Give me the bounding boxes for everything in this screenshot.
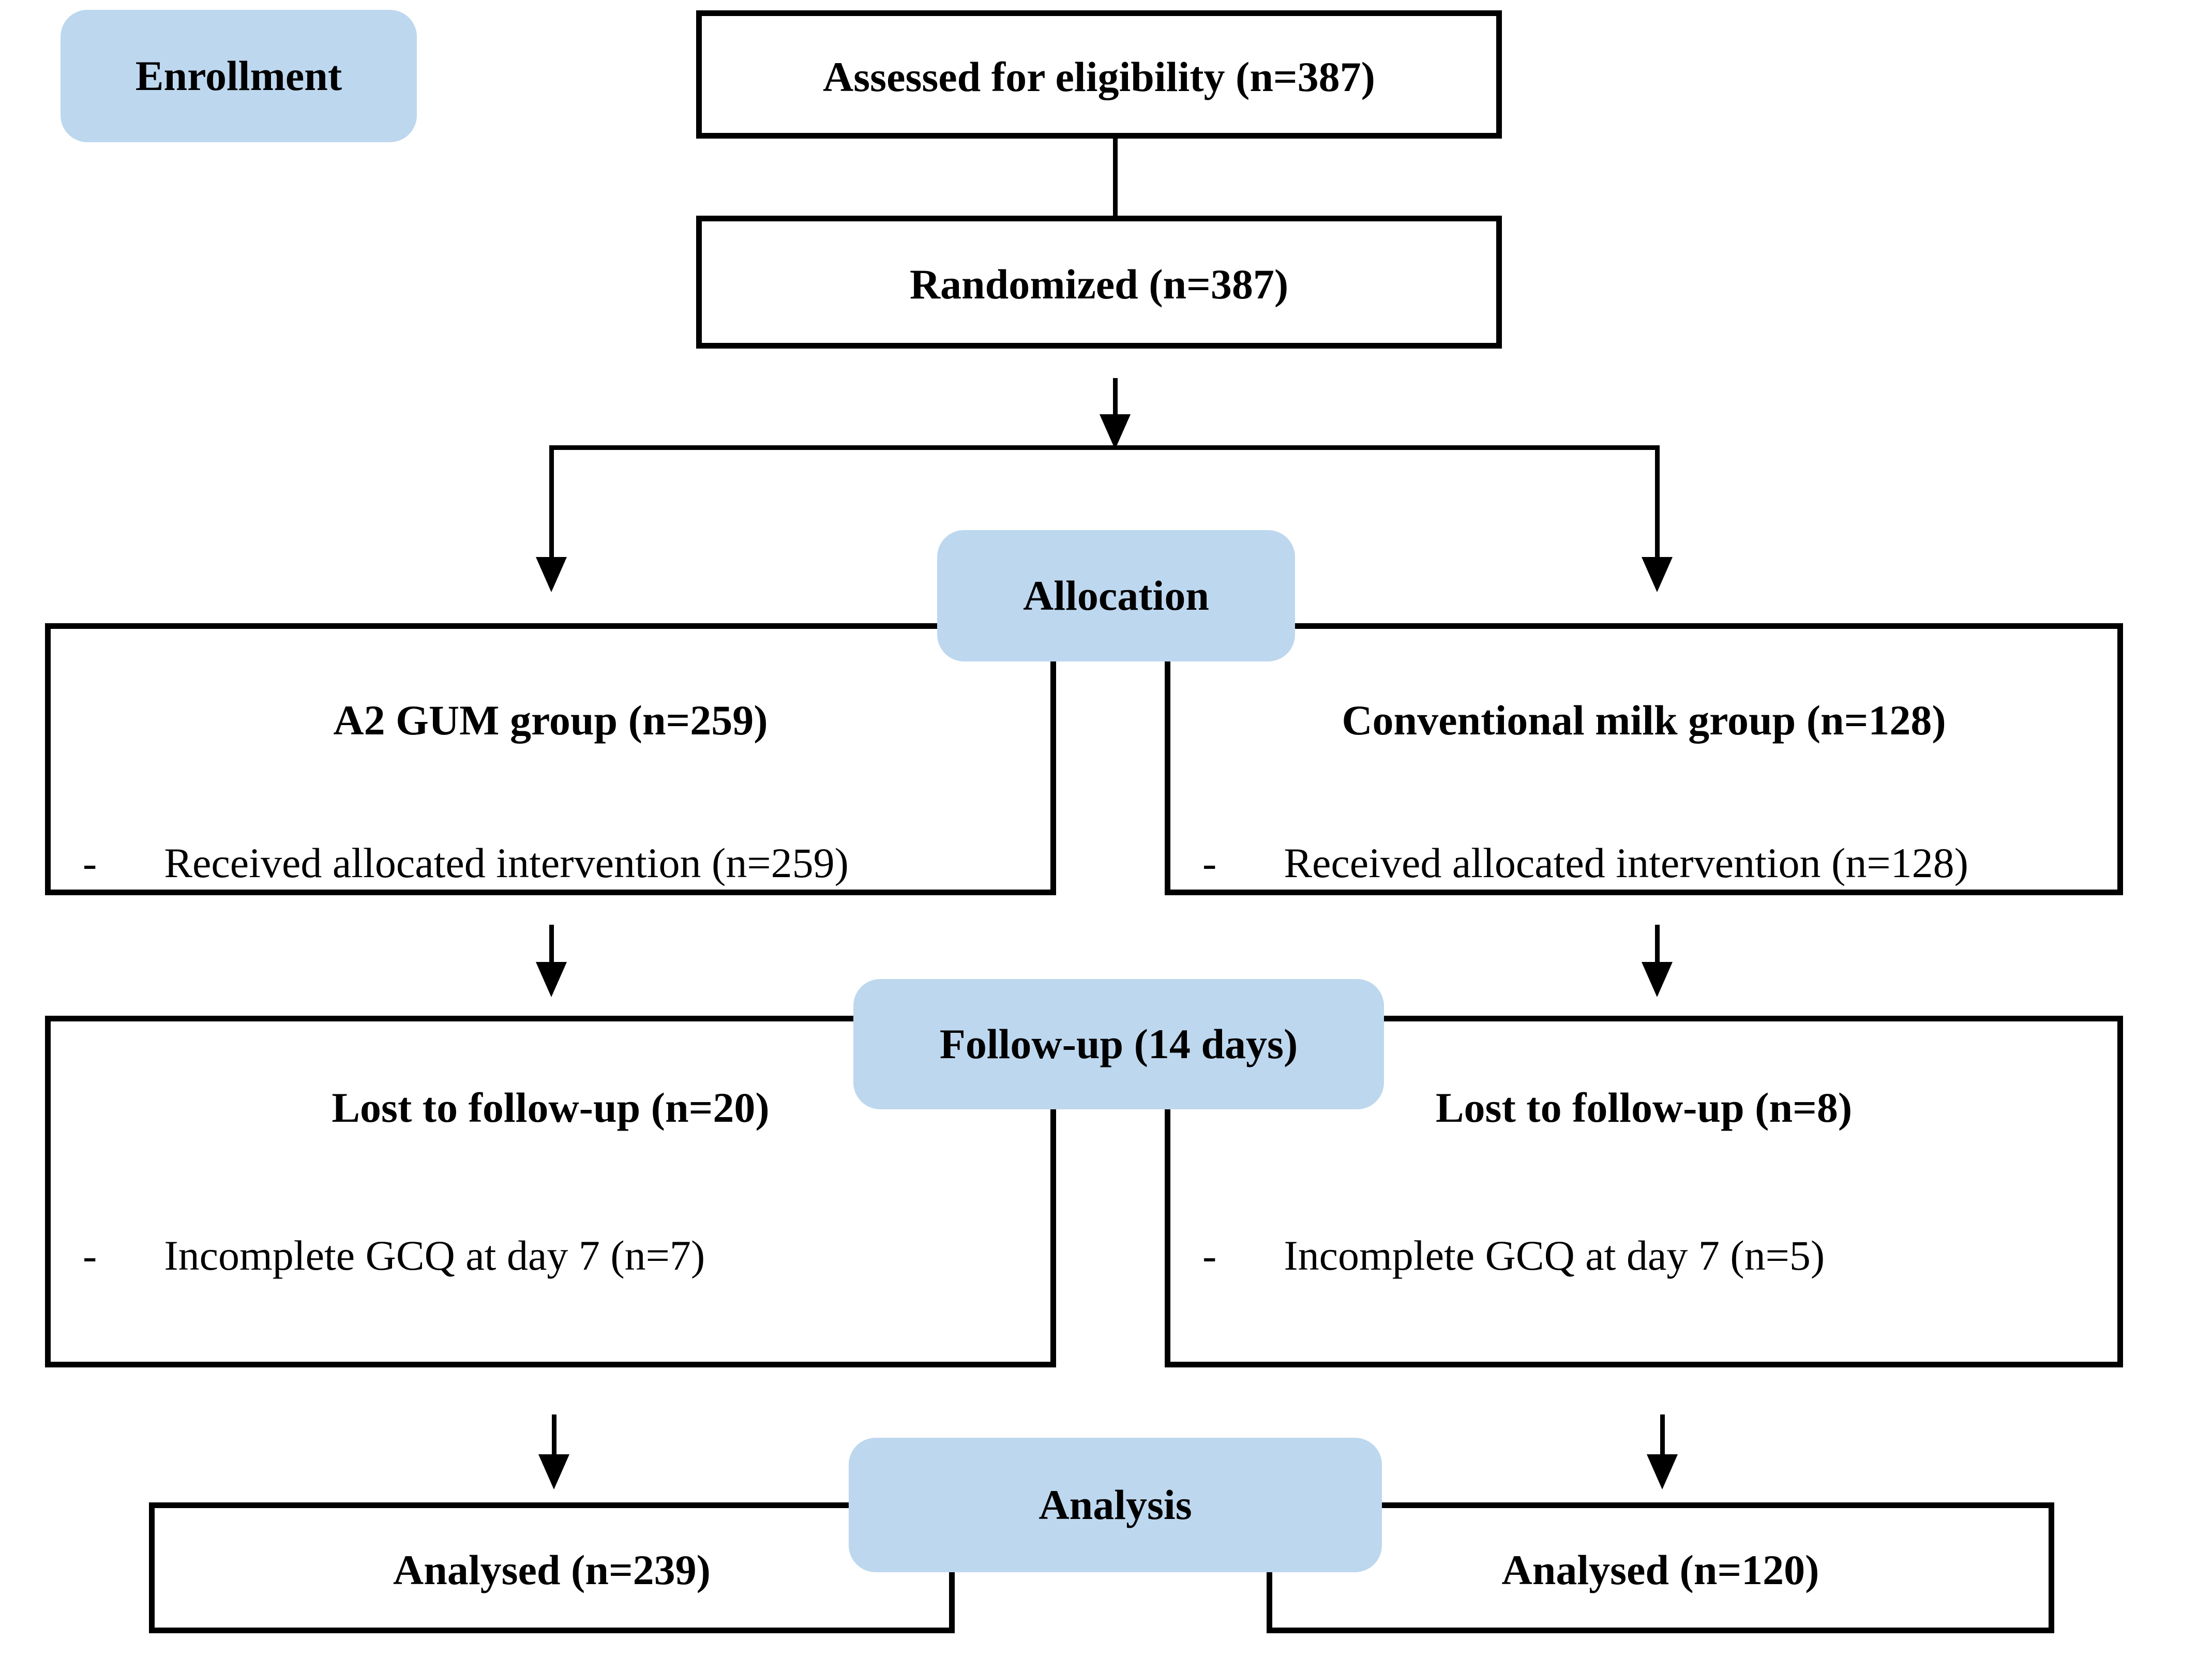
box-randomized: Randomized (n=387) [696, 216, 1502, 349]
randomized-text: Randomized (n=387) [909, 261, 1289, 308]
arrowhead-down-icon [1642, 962, 1673, 997]
split-line [549, 445, 1660, 450]
analysed-conventional-text: Analysed (n=120) [1501, 1546, 1819, 1594]
stage-label-enrollment: Enrollment [61, 10, 417, 142]
arrowhead-down-icon [536, 557, 567, 592]
group-conventional-title: Conventional milk group (n=128) [1342, 697, 1946, 744]
arrow-shaft [1660, 1414, 1665, 1456]
box-group-conventional-milk: Conventional milk group (n=128) - Receiv… [1165, 623, 2123, 895]
stage-label-analysis: Analysis [849, 1438, 1382, 1572]
arrow-shaft [549, 925, 554, 964]
arrowhead-down-icon [538, 1454, 569, 1489]
bullet-text: Received allocated intervention (n=259) [164, 839, 849, 886]
bullet-text: Received allocated intervention (n=128) [1284, 839, 1968, 886]
box-assessed-eligibility: Assessed for eligibility (n=387) [696, 10, 1502, 139]
arrow-shaft [552, 1414, 556, 1456]
bullet-dash: - [83, 839, 97, 886]
arrow-shaft [1655, 445, 1660, 557]
arrowhead-down-icon [536, 962, 567, 997]
box-analysed-a2gum: Analysed (n=239) [149, 1502, 955, 1633]
bullet-dash: - [83, 1232, 97, 1279]
box-analysed-conventional: Analysed (n=120) [1267, 1502, 2054, 1633]
group-a2gum-bullet: - Received allocated intervention (n=259… [83, 836, 1035, 891]
arrow-shaft [1113, 378, 1118, 415]
stage-label-follow-up: Follow-up (14 days) [853, 979, 1384, 1109]
arrow-shaft [1655, 925, 1660, 964]
lost-followup-a2gum-title: Lost to follow-up (n=20) [332, 1084, 770, 1131]
group-conventional-bullet: - Received allocated intervention (n=128… [1202, 836, 2102, 891]
connector-assessed-to-randomized [1113, 138, 1118, 217]
group-a2gum-title: A2 GUM group (n=259) [333, 697, 768, 744]
analysed-a2gum-text: Analysed (n=239) [393, 1546, 711, 1594]
arrow-shaft [549, 445, 554, 557]
bullet-text: Incomplete GCQ at day 7 (n=7) [164, 1232, 705, 1279]
bullet-dash: - [1202, 1232, 1217, 1279]
assessed-eligibility-text: Assessed for eligibility (n=387) [823, 53, 1375, 100]
lost-followup-conventional-bullet: - Incomplete GCQ at day 7 (n=5) [1202, 1228, 2102, 1284]
box-group-a2gum: A2 GUM group (n=259) - Received allocate… [45, 623, 1056, 895]
lost-followup-conventional-title: Lost to follow-up (n=8) [1435, 1084, 1853, 1131]
lost-followup-a2gum-bullet: - Incomplete GCQ at day 7 (n=7) [83, 1228, 1035, 1284]
arrowhead-down-icon [1100, 414, 1131, 449]
stage-label-allocation: Allocation [937, 530, 1295, 661]
bullet-text: Incomplete GCQ at day 7 (n=5) [1284, 1232, 1825, 1279]
arrowhead-down-icon [1642, 557, 1673, 592]
bullet-dash: - [1202, 839, 1217, 886]
arrowhead-down-icon [1647, 1454, 1678, 1489]
